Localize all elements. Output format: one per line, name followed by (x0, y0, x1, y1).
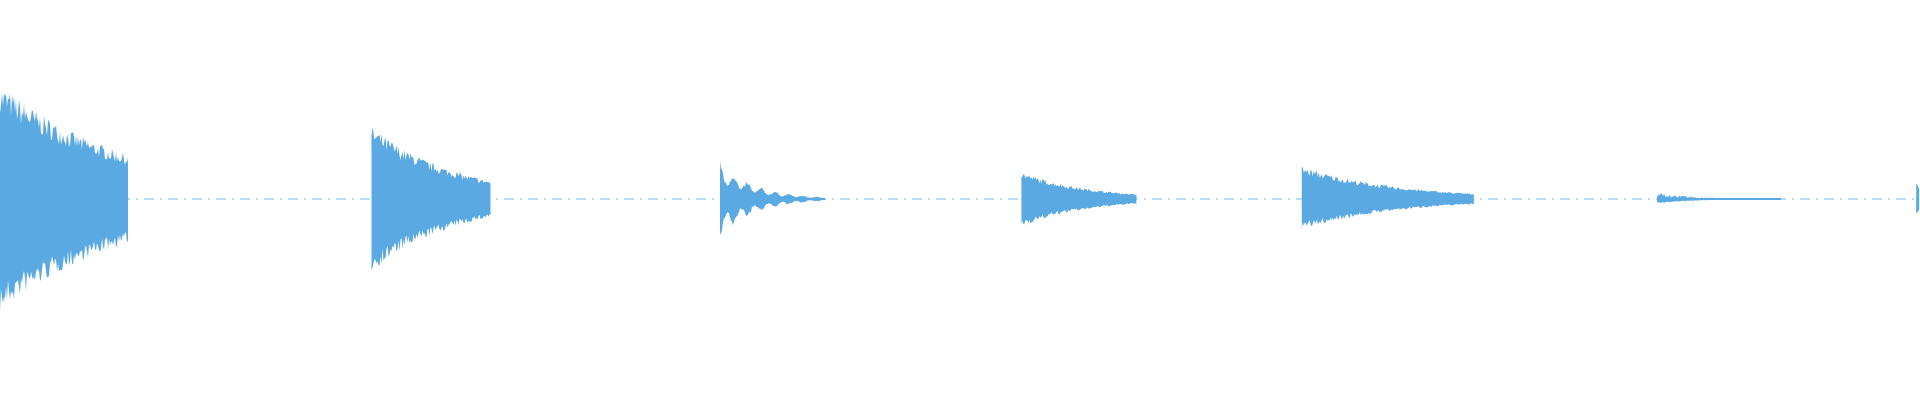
waveform-transient-6 (1656, 193, 1781, 203)
waveform-transient-7 (1916, 183, 1920, 214)
waveform-segments (0, 92, 1920, 311)
waveform-transient-5 (1301, 167, 1474, 230)
waveform-transient-2 (371, 127, 491, 270)
waveform-transient-3 (720, 161, 825, 235)
waveform-transient-1 (0, 92, 128, 311)
waveform-transient-4 (1021, 174, 1137, 225)
